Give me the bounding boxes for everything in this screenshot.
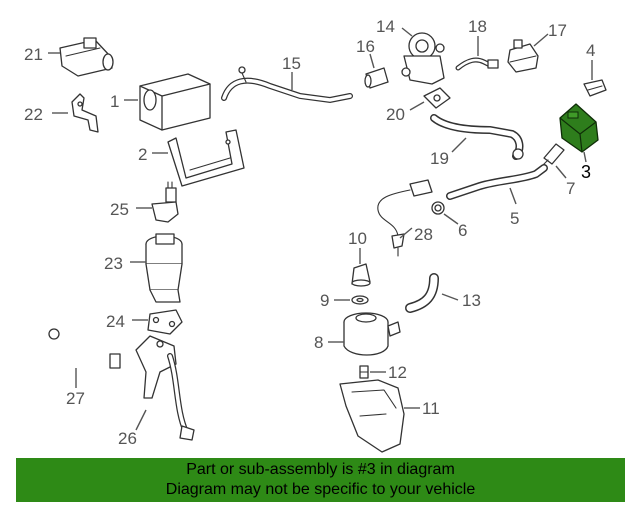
callout-18: 18 [468,17,487,36]
callout-6: 6 [458,221,467,240]
part-10-drawing [351,263,371,287]
leader-7 [555,165,567,179]
part-2-drawing [167,129,245,187]
callout-11: 11 [422,399,440,418]
part-21-drawing [59,37,114,77]
part-3-drawing [559,103,599,153]
leader-16 [369,53,375,69]
callout-14: 14 [376,17,395,36]
part-28-drawing [377,179,433,257]
leader-3 [583,151,587,163]
parts-diagram: 21 22 1 2 25 23 [24,17,607,453]
callout-19: 19 [430,149,449,168]
part-25-drawing [151,181,179,223]
part-27-drawing [48,328,121,369]
part-20-drawing [423,87,451,109]
part-22-drawing [71,93,99,133]
part-1-drawing [139,73,211,131]
leader-19 [451,137,467,153]
part-18-drawing [455,57,499,71]
part-16-drawing [364,67,389,89]
leader-14 [401,27,413,37]
callout-25: 25 [110,200,129,219]
part-14-drawing [401,32,445,85]
part-11-drawing [339,379,405,453]
part-8-drawing [343,312,401,356]
leader-13 [441,293,459,301]
callout-5: 5 [510,209,519,228]
callout-23: 23 [104,254,123,273]
callout-12: 12 [388,363,407,382]
part-23-drawing [145,233,183,303]
callout-15: 15 [282,54,301,73]
part-13-drawing [405,273,439,313]
part-12-drawing [359,365,369,379]
callout-27: 27 [66,389,85,408]
callout-9: 9 [320,291,329,310]
callout-21: 21 [24,45,43,64]
part-19-drawing [430,114,524,160]
part-4-drawing [583,79,607,97]
banner-line-disclaimer: Diagram may not be specific to your vehi… [165,481,476,498]
callout-13: 13 [462,291,481,310]
part-15-drawing [221,66,353,104]
leader-5 [509,187,517,205]
leader-20 [409,101,425,111]
callout-8: 8 [314,333,323,352]
part-24-drawing [147,309,183,335]
callout-1: 1 [110,92,119,111]
callout-2: 2 [138,145,147,164]
callout-20: 20 [386,105,405,124]
callout-4: 4 [586,41,595,60]
callout-17: 17 [548,21,567,40]
part-17-drawing [507,39,539,73]
callout-16: 16 [356,37,375,56]
part-9-drawing [351,295,369,305]
leader-17 [533,33,549,47]
part-26-drawing [135,335,195,441]
callout-26: 26 [118,429,137,448]
part-5-drawing [446,164,548,200]
leader-28 [399,227,413,239]
leader-6 [443,213,459,225]
part-6-drawing [431,201,445,215]
callout-28: 28 [414,225,433,244]
callout-3: 3 [581,162,591,182]
callout-10: 10 [348,229,367,248]
callout-24: 24 [106,312,125,331]
callout-22: 22 [24,105,43,124]
banner-line-part: Part or sub-assembly is #3 in diagram [186,461,455,478]
callout-7: 7 [566,179,575,198]
part-info-banner: Part or sub-assembly is #3 in diagram Di… [16,458,625,502]
leader-26 [135,409,147,431]
